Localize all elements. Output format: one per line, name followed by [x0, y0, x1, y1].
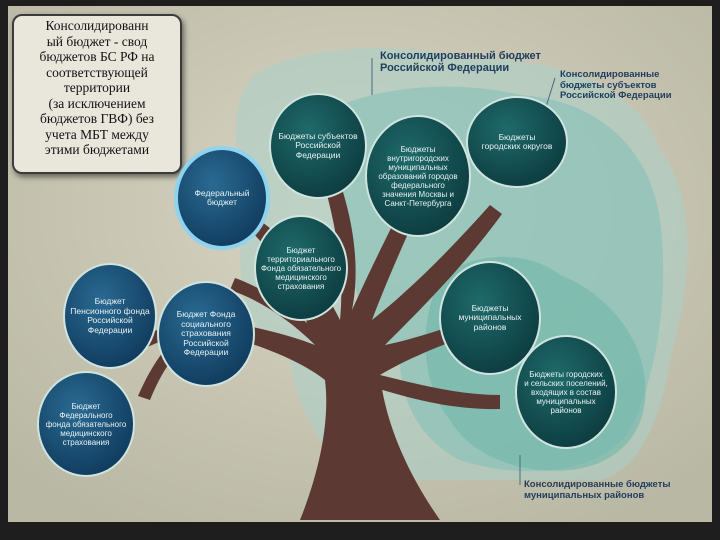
- node-federal-budget: Федеральный бюджет: [194, 187, 250, 207]
- label-consolidated-municipal: Консолидированные бюджеты муниципальных …: [524, 479, 671, 501]
- node-social-fund: Бюджет Фонда социального страхования Рос…: [176, 309, 236, 358]
- label-consolidated-rf: Консолидированный бюджет Российской Феде…: [380, 50, 541, 74]
- node-federal-medical-fund-shape: [37, 371, 135, 477]
- node-federal-budget-shape: [174, 146, 270, 250]
- node-territorial-fund-shape: [254, 215, 348, 321]
- node-city-districts: Бюджеты городских округов: [481, 131, 553, 151]
- node-pension-fund-shape: [63, 263, 157, 369]
- definition-note: Консолидированн ый бюджет - свод бюджето…: [12, 14, 182, 174]
- node-settlements-shape: [515, 335, 617, 449]
- label-consolidated-subjects: Консолидированные бюджеты субъектов Росс…: [560, 69, 672, 101]
- node-municipal-districts-shape: [439, 261, 541, 375]
- node-territory-budget: Бюджеты внутригородских муниципальных об…: [378, 144, 458, 208]
- node-social-fund-shape: [157, 281, 255, 387]
- node-city-districts-shape: [466, 96, 568, 188]
- node-federal-medical-fund: Бюджет Федерального фонда обязательного …: [45, 401, 127, 447]
- node-territorial-fund: Бюджет территориального Фонда обязательн…: [260, 245, 342, 291]
- node-subjects-budgets-shape: [269, 93, 367, 199]
- node-pension-fund: Бюджет Пенсионного фонда Российской Феде…: [70, 296, 150, 335]
- node-territory-budget-shape: [365, 115, 471, 237]
- node-municipal-districts: Бюджеты муниципальных районов: [458, 302, 522, 332]
- node-subjects-budgets: Бюджеты субъектов Российской Федерации: [278, 130, 358, 160]
- node-settlements: Бюджеты городских и сельских поселений, …: [524, 369, 608, 415]
